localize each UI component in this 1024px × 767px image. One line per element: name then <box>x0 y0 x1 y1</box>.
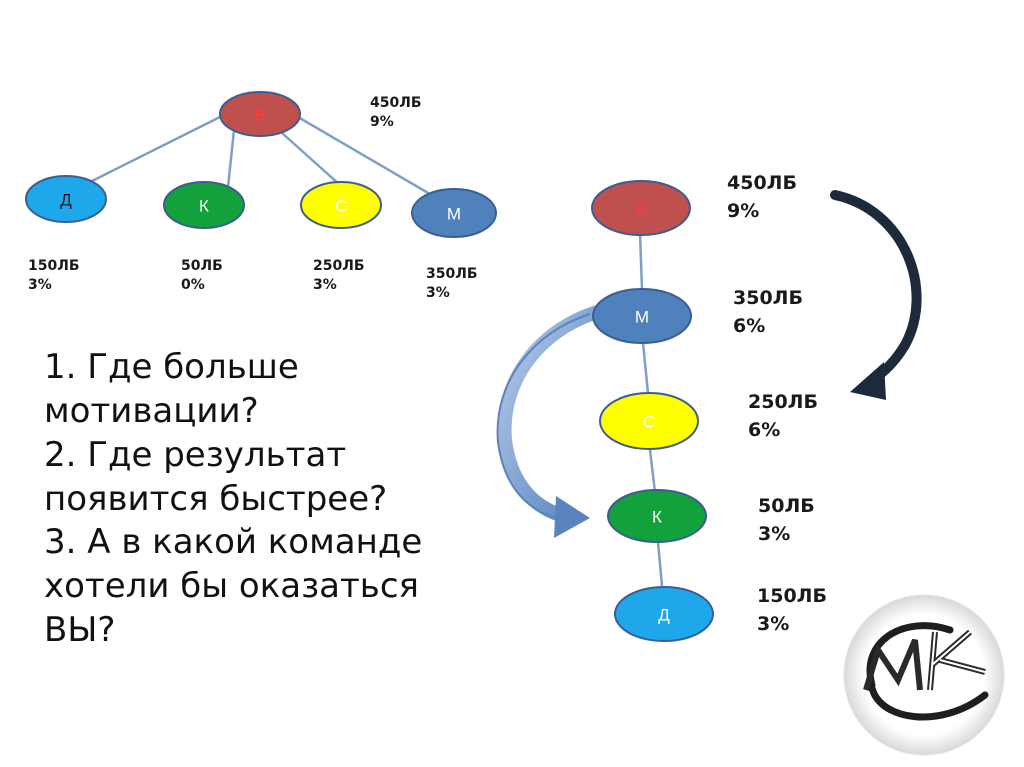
chain-node-d-label: Д <box>658 605 670 624</box>
chain-node-k-label: К <box>652 507 662 526</box>
tree-edges <box>79 112 436 199</box>
question-line: 3. А в какой команде <box>44 522 423 563</box>
tree-node-k-shape <box>163 181 245 229</box>
tree-value-v: 450ЛБ 9% <box>370 94 422 132</box>
chain-node-labels: В М С К Д <box>635 199 670 624</box>
question-line: хотели бы оказаться <box>44 566 419 607</box>
mk-logo-icon <box>843 594 1005 756</box>
tree-value-d: 150ЛБ 3% <box>28 257 80 295</box>
chain-edge-k-d <box>656 541 664 587</box>
blue-curved-arrow <box>496 305 600 538</box>
tree-node-s-shape <box>300 181 382 229</box>
tree-edge-v-m <box>297 115 436 199</box>
chain-value-d-amount: 150ЛБ <box>757 585 827 607</box>
chain-node-s-shape <box>599 392 699 450</box>
question-line: 1. Где больше <box>44 347 299 387</box>
tree-value-s-percent: 3% <box>313 276 337 293</box>
chain-nodes <box>591 180 714 642</box>
tree-value-v-amount: 450ЛБ <box>370 95 422 111</box>
chain-edge-m-s <box>641 342 650 394</box>
chain-value-m-percent: 6% <box>733 314 766 337</box>
chain-value-s-percent: 6% <box>748 418 781 441</box>
tree-value-m-percent: 3% <box>426 284 450 301</box>
tree-value-m: 350ЛБ 3% <box>426 265 478 303</box>
chain-node-m-label: М <box>635 307 649 326</box>
chain-value-m-amount: 350ЛБ <box>733 287 803 309</box>
questions-text: 1. Где больше мотивации? 2. Где результа… <box>44 346 422 653</box>
chain-node-m-shape <box>592 288 692 344</box>
tree-value-k: 50ЛБ 0% <box>181 257 223 295</box>
chain-edge-s-k <box>648 449 657 493</box>
tree-node-s-label: С <box>335 196 347 215</box>
chain-value-v-amount: 450ЛБ <box>727 172 797 194</box>
question-line: 2. Где результат <box>44 434 347 475</box>
chain-node-s-label: С <box>643 412 655 431</box>
question-line: ВЫ? <box>44 610 116 651</box>
question-line: мотивации? <box>44 390 259 431</box>
chain-value-s-amount: 250ЛБ <box>748 391 818 413</box>
chain-value-v-percent: 9% <box>727 199 760 222</box>
tree-value-d-amount: 150ЛБ <box>28 258 80 274</box>
tree-value-m-amount: 350ЛБ <box>426 266 478 282</box>
chain-node-d-shape <box>614 586 714 642</box>
chain-value-m: 350ЛБ 6% <box>733 285 803 340</box>
tree-node-d-label: Д <box>60 190 72 209</box>
tree-node-k-label: К <box>199 196 209 215</box>
tree-edge-v-s <box>281 132 341 186</box>
tree-node-m-shape <box>411 188 497 238</box>
tree-value-d-percent: 3% <box>28 276 52 293</box>
chain-value-v: 450ЛБ 9% <box>727 170 797 225</box>
tree-value-s: 250ЛБ 3% <box>313 257 365 295</box>
tree-nodes <box>25 91 497 238</box>
chain-node-k-shape <box>607 489 707 543</box>
chain-node-v-label: В <box>635 199 646 218</box>
tree-edge-v-k <box>226 129 236 188</box>
tree-node-v-shape <box>219 91 301 137</box>
chain-value-k-amount: 50ЛБ <box>758 495 815 517</box>
chain-value-s: 250ЛБ 6% <box>748 389 818 444</box>
tree-edge-v-d <box>79 112 227 189</box>
tree-value-v-percent: 9% <box>370 113 394 130</box>
question-line: появится быстрее? <box>44 478 388 519</box>
chain-value-k-percent: 3% <box>758 522 791 545</box>
chain-node-v-shape <box>591 180 691 236</box>
tree-node-m-label: М <box>447 204 461 223</box>
dark-curved-arrow <box>830 190 922 400</box>
tree-node-labels: В Д К С М <box>60 105 461 223</box>
tree-value-k-amount: 50ЛБ <box>181 258 223 274</box>
chain-edge-v-m <box>638 232 644 291</box>
tree-node-d-shape <box>25 175 107 223</box>
tree-node-v-label: В <box>254 105 265 124</box>
chain-edges <box>638 232 664 587</box>
chain-value-d: 150ЛБ 3% <box>757 583 827 638</box>
chain-value-d-percent: 3% <box>757 612 790 635</box>
tree-value-s-amount: 250ЛБ <box>313 258 365 274</box>
chain-value-k: 50ЛБ 3% <box>758 493 815 548</box>
tree-value-k-percent: 0% <box>181 276 205 293</box>
